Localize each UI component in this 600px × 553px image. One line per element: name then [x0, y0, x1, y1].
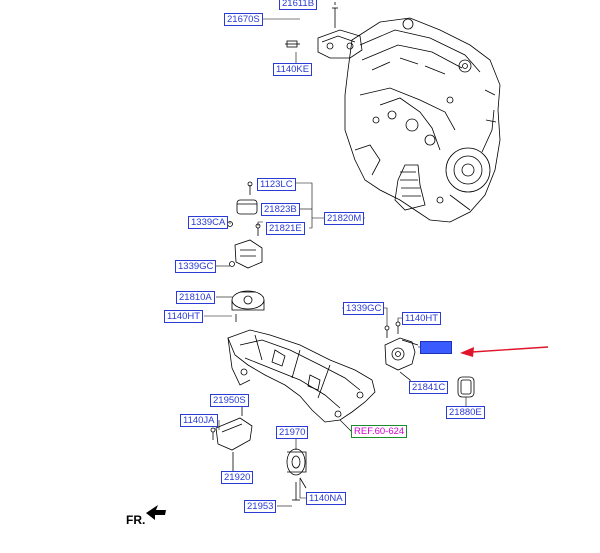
- part-label-21830-selected[interactable]: 21830: [420, 341, 453, 354]
- left-mount-drawing: [227, 181, 265, 322]
- part-label-21823b[interactable]: 21823B: [261, 203, 300, 216]
- part-label-21920[interactable]: 21920: [221, 471, 254, 484]
- part-label-21810a[interactable]: 21810A: [176, 291, 215, 304]
- part-label-1339ca[interactable]: 1339CA: [188, 216, 229, 229]
- part-label-1140na[interactable]: 1140NA: [306, 492, 346, 505]
- part-label-1140ke[interactable]: 1140KE: [273, 63, 313, 76]
- part-label-1140ht-left[interactable]: 1140HT: [164, 310, 204, 323]
- reference-link[interactable]: REF.60-624: [351, 425, 408, 438]
- highlight-arrow: [460, 346, 549, 357]
- part-label-21611b[interactable]: 21611B: [279, 0, 318, 10]
- right-mount-drawing: [384, 321, 475, 398]
- part-label-1339gc-left[interactable]: 1339GC: [175, 260, 217, 273]
- part-label-1123lc[interactable]: 1123LC: [257, 178, 296, 191]
- part-label-21970[interactable]: 21970: [276, 426, 309, 439]
- part-label-21821e[interactable]: 21821E: [266, 222, 305, 235]
- part-label-21820m[interactable]: 21820M: [324, 212, 365, 225]
- part-label-21950s[interactable]: 21950S: [210, 394, 249, 407]
- upper-bracket-drawing: [285, 2, 363, 59]
- engine-block-drawing: [344, 17, 501, 223]
- part-label-1339gc-right[interactable]: 1339GC: [343, 302, 385, 315]
- part-label-21670s[interactable]: 21670S: [224, 13, 263, 26]
- lower-mount-drawing: [210, 401, 307, 501]
- part-label-1140ht-right[interactable]: 1140HT: [402, 312, 442, 325]
- front-direction-arrow-icon: [146, 505, 166, 520]
- subframe-drawing: [227, 329, 376, 423]
- part-label-21880e[interactable]: 21880E: [446, 406, 485, 419]
- part-label-21841c[interactable]: 21841C: [409, 381, 449, 394]
- part-label-21953[interactable]: 21953: [244, 500, 277, 513]
- leader-lines: [204, 3, 467, 507]
- part-label-1140ja[interactable]: 1140JA: [180, 414, 218, 427]
- front-direction-label: FR.: [126, 513, 146, 527]
